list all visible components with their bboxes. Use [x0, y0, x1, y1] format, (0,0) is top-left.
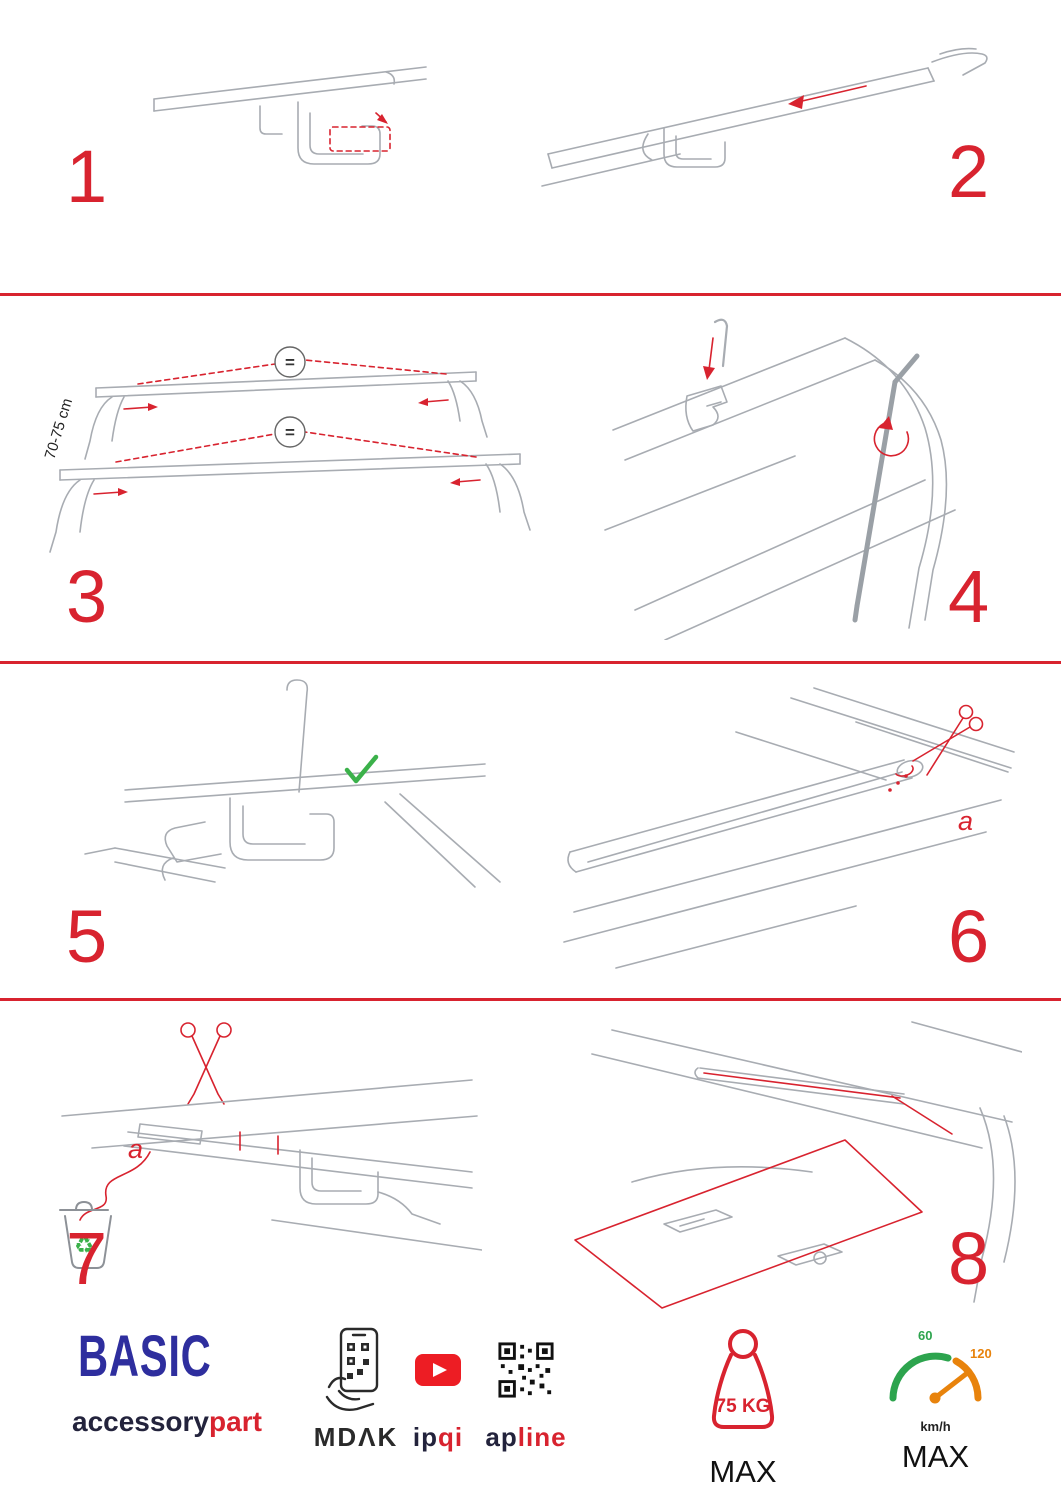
section-divider-3: [0, 998, 1061, 1001]
max-speed-badge: 60 120 km/h MAX: [868, 1324, 1003, 1472]
speedometer-icon: 60 120: [889, 1328, 992, 1404]
roof-rail-sketch: [153, 66, 427, 165]
section-divider-2: [0, 661, 1061, 664]
trash-bin-icon: [59, 1201, 112, 1269]
bar-strip-sketch: [563, 687, 1015, 969]
part-label-a: a: [128, 1134, 143, 1164]
clamp-fit-sketch: [84, 763, 501, 888]
step-3-illustration: = = 70-75 cm: [28, 312, 548, 582]
app-badge: MDΛK: [298, 1324, 414, 1450]
strip-cut-end: [895, 765, 914, 777]
step-6-illustration: a: [556, 680, 1016, 970]
roof-bars-sketch: [49, 371, 531, 553]
checkmark-icon: [344, 754, 379, 784]
website-name-black: ap: [485, 1422, 518, 1452]
youtube-badge: ipqi: [398, 1324, 478, 1450]
equal-sign: =: [285, 353, 295, 372]
hook-rod: [286, 679, 309, 793]
weight-max-label: MAX: [709, 1454, 777, 1489]
roof-corner-sketch: [604, 318, 956, 640]
youtube-channel-black: ip: [412, 1422, 438, 1452]
website-name: apline: [485, 1424, 566, 1450]
website-badge: apline: [478, 1324, 574, 1450]
equal-badge-1: =: [274, 346, 306, 378]
section-divider-1: [0, 293, 1061, 296]
step-2-illustration: [530, 28, 1010, 218]
speed-max-label: MAX: [901, 1439, 970, 1474]
brand-subtitle: accessorypart: [72, 1408, 262, 1436]
ceiling-bar-sketch: [61, 1079, 482, 1251]
step-2-number: 2: [948, 130, 990, 213]
rotate-arrow: [873, 416, 910, 457]
equal-sign: =: [285, 423, 295, 442]
step-1-illustration: [140, 55, 440, 245]
max-load-badge: 75 KG MAX: [678, 1324, 808, 1487]
speed-unit-label: km/h: [920, 1419, 951, 1434]
scissors-icon: [888, 704, 984, 792]
step-4-illustration: [595, 310, 1015, 640]
youtube-channel-red: qi: [438, 1422, 464, 1452]
step-7-illustration: a ♻: [32, 1020, 482, 1270]
weight-value: 75 KG: [715, 1396, 770, 1417]
step-1-number: 1: [66, 135, 108, 218]
qr-code-icon: [497, 1324, 555, 1416]
brand-subtitle-black: accessory: [72, 1406, 210, 1437]
press-down-arrow: [703, 337, 715, 380]
cut-marks: [239, 1131, 279, 1155]
step-4-number: 4: [948, 555, 990, 638]
insert-highlight: [329, 112, 391, 152]
adjust-arrows: [93, 398, 481, 496]
equal-distance-leaders: [115, 359, 477, 463]
speed-low-label: 60: [918, 1328, 932, 1343]
crossbar-sketch: [541, 47, 988, 187]
discard-leader: [79, 1151, 151, 1221]
brand-title: BASIC: [78, 1324, 212, 1389]
phone-qr-scan-icon: [317, 1324, 395, 1416]
step-5-number: 5: [66, 895, 108, 978]
equal-badge-2: =: [274, 416, 306, 448]
part-label-a: a: [958, 806, 973, 836]
website-name-red: line: [517, 1422, 567, 1452]
step-3-number: 3: [66, 555, 108, 638]
step-5-illustration: [55, 672, 505, 942]
step-8-illustration: [552, 1012, 1022, 1312]
recycle-icon: ♻: [74, 1233, 94, 1258]
weight-icon: 75 KG: [711, 1329, 774, 1429]
scissors-icon: [180, 1022, 232, 1105]
step-6-number: 6: [948, 895, 990, 978]
speed-high-label: 120: [970, 1346, 992, 1361]
brand-subtitle-red: part: [209, 1406, 262, 1437]
app-name: MDΛK: [313, 1422, 399, 1452]
youtube-icon: [415, 1324, 461, 1416]
roof-adapters-sketch: [591, 1021, 1022, 1303]
fitting-zone-highlight: [574, 1072, 953, 1309]
distance-label: 70-75 cm: [42, 396, 77, 461]
step-7-number: 7: [66, 1217, 108, 1300]
youtube-channel: ipqi: [413, 1424, 463, 1450]
step-8-number: 8: [948, 1217, 990, 1300]
slide-arrow: [788, 85, 867, 109]
